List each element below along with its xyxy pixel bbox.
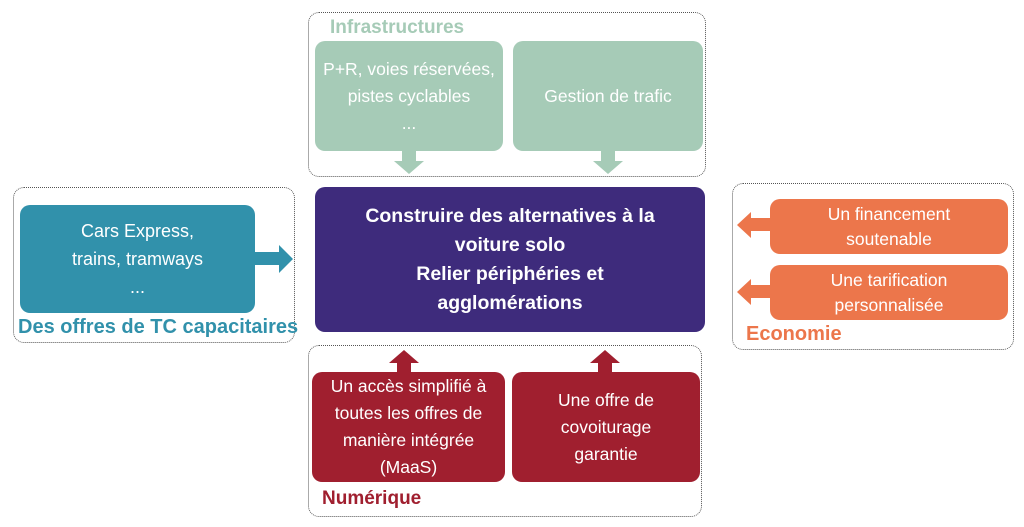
tc-capacitaires-label: Des offres de TC capacitaires	[18, 316, 299, 338]
numerique-section	[308, 345, 702, 517]
arrow-up-icon	[590, 350, 620, 373]
economie-label: Economie	[746, 323, 842, 345]
infrastructures-box-gestion-trafic: Gestion de trafic	[513, 41, 703, 151]
arrow-down-icon	[394, 151, 424, 174]
arrow-right-icon	[255, 245, 293, 273]
tc-capacitaires-section	[13, 187, 295, 343]
economie-box-financement: Un financement soutenable	[770, 199, 1008, 254]
economie-section	[732, 183, 1014, 350]
central-objective-box: Construire des alternatives à la voiture…	[315, 187, 705, 332]
arrow-left-icon	[737, 212, 770, 238]
numerique-label: Numérique	[322, 488, 422, 509]
numerique-box-maas: Un accès simplifié à toutes les offres d…	[312, 372, 505, 482]
arrow-down-icon	[593, 151, 623, 174]
infrastructures-box-pr-voies: P+R, voies réservées, pistes cyclables .…	[315, 41, 503, 151]
infrastructures-section	[308, 12, 706, 177]
infrastructures-label: Infrastructures	[330, 17, 465, 38]
arrow-left-icon	[737, 279, 770, 305]
arrow-up-icon	[389, 350, 419, 373]
tc-box-cars-express: Cars Express, trains, tramways ...	[20, 205, 255, 313]
numerique-box-covoiturage: Une offre de covoiturage garantie	[512, 372, 700, 482]
economie-box-tarification: Une tarification personnalisée	[770, 265, 1008, 320]
